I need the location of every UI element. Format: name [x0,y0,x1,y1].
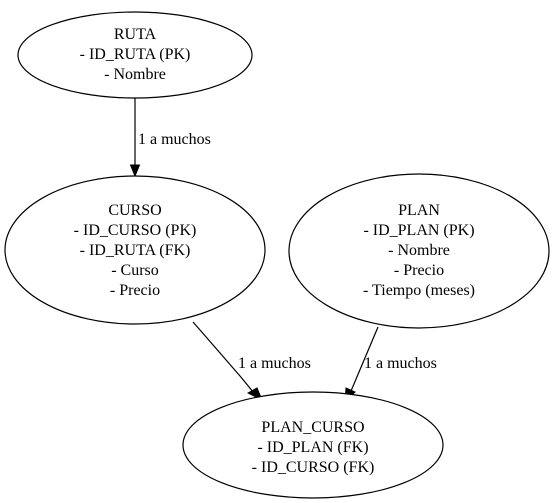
node-plan-field: - Tiempo (meses) [363,282,475,299]
node-plan-curso: PLAN_CURSO - ID_PLAN (FK) - ID_CURSO (FK… [182,391,444,499]
node-plan-field: - Nombre [388,242,450,259]
node-plan-shape [288,173,550,329]
node-plan-title: PLAN [398,202,440,219]
node-plan-field: - Precio [394,262,444,279]
node-curso-field: - Curso [111,262,159,279]
node-ruta: RUTA - ID_RUTA (PK) - Nombre [17,11,253,99]
edge-curso-plan-curso-label: 1 a muchos [238,355,311,372]
node-plan-curso-field: - ID_CURSO (FK) [252,459,375,476]
node-curso-field: - ID_RUTA (FK) [80,242,191,259]
node-curso-field: - Precio [110,282,160,299]
node-curso-field: - ID_CURSO (PK) [74,222,197,239]
node-curso-title: CURSO [108,202,161,219]
node-ruta-field: - Nombre [104,66,166,83]
node-plan-curso-shape [182,391,444,499]
edge-plan-plan-curso-label: 1 a muchos [364,355,437,372]
node-plan: PLAN - ID_PLAN (PK) - Nombre - Precio - … [288,173,550,329]
edge-plan-plan-curso: 1 a muchos [344,326,437,404]
edge-curso-plan-curso: 1 a muchos [192,321,311,402]
node-curso-shape [4,175,266,325]
node-plan-curso-title: PLAN_CURSO [261,419,364,436]
node-ruta-shape [17,11,253,99]
edge-ruta-curso-arrowhead [129,164,141,178]
edge-plan-plan-curso-line [350,326,379,392]
node-curso: CURSO - ID_CURSO (PK) - ID_RUTA (FK) - C… [4,175,266,325]
edge-curso-plan-curso-line [192,321,254,393]
node-ruta-field: - ID_RUTA (PK) [80,46,191,63]
node-plan-field: - ID_PLAN (PK) [363,222,474,239]
node-plan-curso-field: - ID_PLAN (FK) [257,439,368,456]
node-ruta-title: RUTA [114,26,157,43]
edge-ruta-curso-label: 1 a muchos [138,131,211,148]
edge-ruta-curso: 1 a muchos [129,98,211,178]
